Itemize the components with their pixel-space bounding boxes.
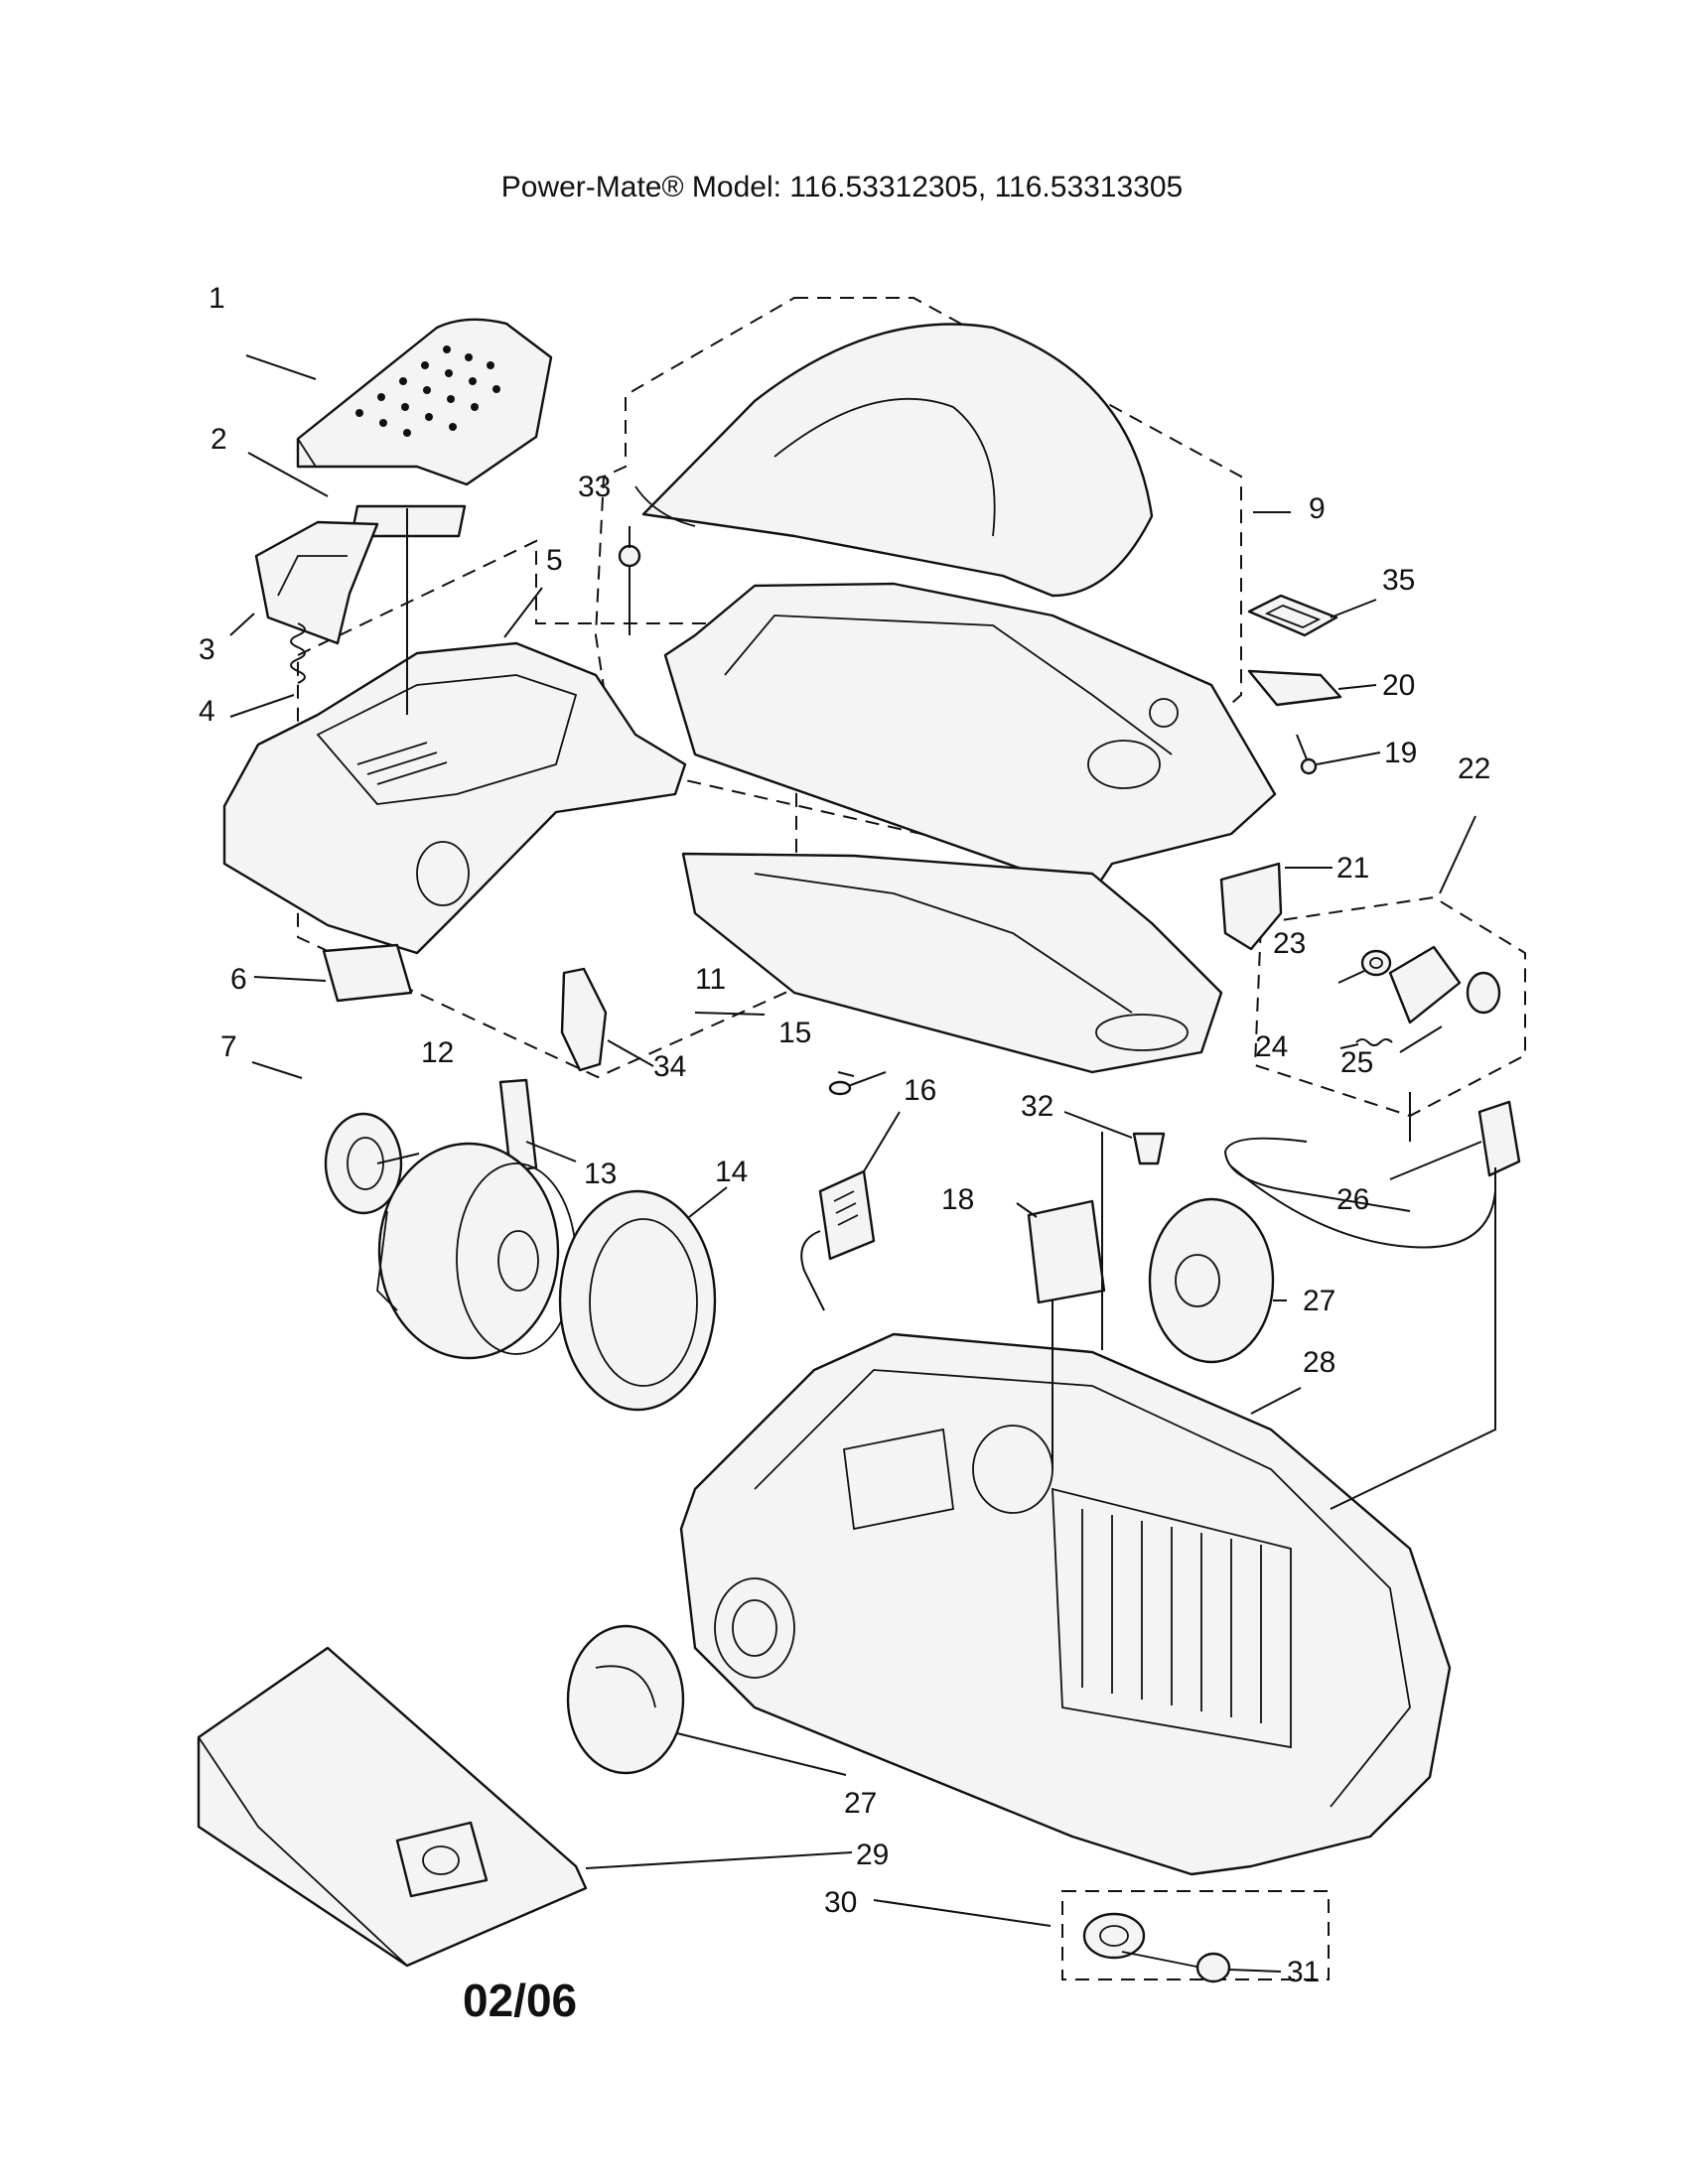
callout-19: 19 [1384, 737, 1417, 769]
callout-29: 29 [856, 1839, 889, 1871]
part-26-power-cord [1223, 1100, 1521, 1249]
part-9-top-cover [634, 323, 1154, 598]
group-box-top-cover [594, 297, 1242, 866]
part-9-top-cover-base [663, 582, 1277, 895]
callout-15: 15 [778, 1017, 811, 1049]
part-24-spring [1355, 1038, 1393, 1046]
callout-35: 35 [1382, 564, 1415, 597]
part-16-circuit-board [800, 1169, 876, 1311]
part-20-latch [1247, 669, 1342, 707]
callout-16: 16 [904, 1074, 936, 1107]
callout-30: 30 [824, 1886, 857, 1919]
callout-28: 28 [1303, 1346, 1335, 1379]
callout-34: 34 [653, 1050, 686, 1083]
part-19-screw [1296, 734, 1318, 775]
part-12-motor-mount [324, 1112, 403, 1215]
callout-24: 24 [1255, 1030, 1288, 1063]
part-1-lid [296, 318, 553, 486]
callout-20: 20 [1382, 669, 1415, 702]
part-27-front-wheel [566, 1624, 685, 1775]
callout-26: 26 [1336, 1183, 1369, 1216]
callout-9: 9 [1309, 492, 1326, 525]
part-5-bag-housing [222, 641, 687, 955]
callout-23: 23 [1273, 927, 1306, 960]
callout-21: 21 [1336, 852, 1369, 885]
part-14-ring-gasket [558, 1189, 717, 1412]
part-29-dust-bag [197, 1646, 588, 1968]
part-35-gasket-frame [1247, 594, 1338, 637]
callout-12: 12 [421, 1036, 454, 1069]
callout-3: 3 [199, 633, 215, 666]
assembly-lines [406, 508, 1496, 1510]
callout-27-front: 27 [844, 1787, 877, 1820]
part-28-body [679, 1332, 1452, 1876]
callout-7: 7 [220, 1030, 237, 1063]
group-box-caster [1061, 1890, 1330, 1980]
part-25-reel-bracket [1388, 945, 1501, 1024]
part-21-clip [1219, 862, 1283, 951]
callout-11: 11 [695, 963, 726, 996]
part-15-fastener [828, 1071, 887, 1096]
part-18-filter [1027, 1199, 1106, 1304]
page-title: Power-Mate® Model: 116.53312305, 116.533… [500, 171, 1184, 204]
date-code: 02/06 [463, 1975, 578, 2026]
part-13-gasket [498, 1078, 538, 1173]
callout-1: 1 [209, 282, 225, 315]
part-33-screw [618, 544, 641, 635]
callout-4: 4 [199, 695, 215, 728]
callout-25: 25 [1340, 1046, 1373, 1079]
callout-leaders [229, 354, 1482, 1973]
part-3-bracket [254, 520, 379, 645]
callout-33: 33 [578, 471, 611, 503]
callout-6: 6 [230, 963, 247, 996]
part-32-plug [1132, 1132, 1166, 1165]
part-4-spring [290, 622, 306, 684]
motor [376, 1142, 577, 1360]
callout-27-rear: 27 [1303, 1285, 1335, 1317]
callout-22: 22 [1458, 752, 1490, 785]
callout-31: 31 [1287, 1956, 1320, 1988]
part-6-filter [322, 943, 413, 1003]
part-31-caster-wheel [1195, 1952, 1231, 1983]
callout-numbers: 1 2 3 4 5 6 7 9 11 12 13 14 15 16 18 19 … [199, 282, 1490, 1988]
part-30-caster [1082, 1912, 1202, 1969]
part-34-bracket [560, 967, 608, 1072]
callout-2: 2 [210, 423, 227, 456]
callout-32: 32 [1021, 1090, 1053, 1123]
part-23-bushing [1360, 949, 1392, 977]
part-27-rear-wheel [1148, 1197, 1275, 1364]
callout-18: 18 [941, 1183, 974, 1216]
callout-13: 13 [584, 1158, 617, 1190]
callout-5: 5 [546, 544, 563, 577]
callout-14: 14 [715, 1156, 748, 1188]
part-11-base-plate [681, 852, 1223, 1074]
